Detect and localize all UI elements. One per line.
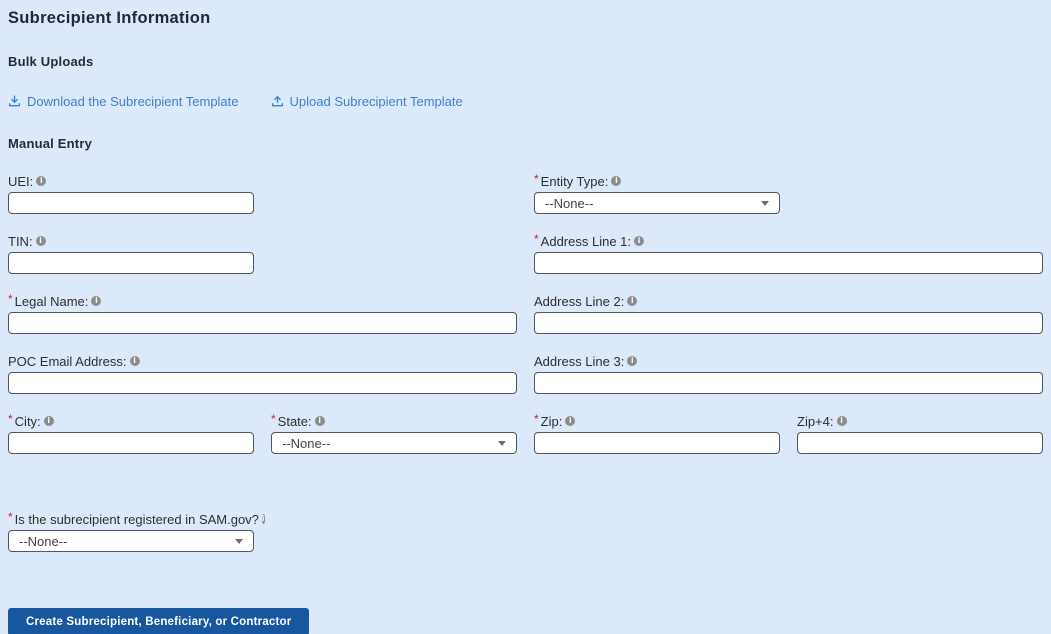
zip-input[interactable]	[534, 432, 780, 454]
address-line-2-label-row: Address Line 2:	[534, 293, 1043, 309]
download-icon	[8, 95, 21, 108]
uei-input[interactable]	[8, 192, 254, 214]
legal-name-label-row: * Legal Name:	[8, 292, 517, 309]
entity-type-select[interactable]: --None--	[534, 192, 780, 214]
bulk-uploads-heading: Bulk Uploads	[8, 54, 94, 69]
info-icon[interactable]	[43, 416, 54, 426]
poc-email-input[interactable]	[8, 372, 517, 394]
address-line-2-label: Address Line 2:	[534, 293, 625, 309]
state-label: State:	[277, 413, 312, 429]
info-icon[interactable]	[634, 236, 645, 246]
field-city: * City:	[8, 412, 254, 454]
address-line-1-input[interactable]	[534, 252, 1043, 274]
create-subrecipient-button[interactable]: Create Subrecipient, Beneficiary, or Con…	[8, 608, 310, 634]
info-icon[interactable]	[314, 416, 325, 426]
city-label: City:	[14, 413, 41, 429]
zip-plus-4-label-row: Zip+4:	[797, 413, 1043, 429]
field-state: * State: --None--	[271, 412, 517, 454]
field-poc-email: POC Email Address:	[8, 354, 517, 394]
page-title: Subrecipient Information	[8, 9, 211, 27]
field-uei: UEI:	[8, 174, 254, 214]
entity-type-value: --None--	[545, 195, 594, 211]
address-line-3-label-row: Address Line 3:	[534, 353, 1043, 369]
address-line-3-input[interactable]	[534, 372, 1043, 394]
info-icon[interactable]	[261, 514, 265, 524]
uei-label-row: UEI:	[8, 173, 254, 189]
chevron-down-icon	[235, 538, 243, 544]
required-marker: *	[8, 292, 13, 306]
manual-entry-form: UEI: * Entity Type: --None-- TIN: * Addr…	[8, 172, 1043, 454]
state-value: --None--	[282, 435, 331, 451]
tin-input[interactable]	[8, 252, 254, 274]
info-icon[interactable]	[565, 416, 576, 426]
download-template-link[interactable]: Download the Subrecipient Template	[8, 94, 239, 109]
chevron-down-icon	[761, 200, 769, 206]
field-sam-registered: * Is the subrecipient registered in SAM.…	[8, 510, 265, 552]
poc-email-label: POC Email Address:	[8, 353, 127, 369]
upload-template-link[interactable]: Upload Subrecipient Template	[271, 94, 463, 109]
upload-icon	[271, 95, 284, 108]
city-input[interactable]	[8, 432, 254, 454]
sam-registered-label: Is the subrecipient registered in SAM.go…	[14, 511, 259, 527]
upload-template-label: Upload Subrecipient Template	[289, 94, 463, 109]
uei-label: UEI:	[8, 173, 34, 189]
state-select[interactable]: --None--	[271, 432, 517, 454]
chevron-down-icon	[498, 440, 506, 446]
city-label-row: * City:	[8, 412, 254, 429]
zip-plus-4-label: Zip+4:	[797, 413, 834, 429]
required-marker: *	[271, 412, 276, 426]
field-tin: TIN:	[8, 234, 254, 274]
zip-label: Zip:	[540, 413, 563, 429]
address-line-1-label-row: * Address Line 1:	[534, 232, 1043, 249]
required-marker: *	[534, 232, 539, 246]
download-template-label: Download the Subrecipient Template	[27, 94, 239, 109]
required-marker: *	[534, 412, 539, 426]
address-line-3-label: Address Line 3:	[534, 353, 625, 369]
template-links-row: Download the Subrecipient Template Uploa…	[8, 94, 1043, 109]
field-zip-plus-4: Zip+4:	[797, 414, 1043, 454]
zip-plus-4-input[interactable]	[797, 432, 1043, 454]
required-marker: *	[534, 172, 539, 186]
zip-label-row: * Zip:	[534, 412, 780, 429]
info-icon[interactable]	[35, 236, 46, 246]
required-marker: *	[8, 510, 13, 524]
manual-entry-heading: Manual Entry	[8, 136, 93, 151]
field-zip: * Zip:	[534, 412, 780, 454]
address-line-1-label: Address Line 1:	[540, 233, 632, 249]
field-address-line-1: * Address Line 1:	[534, 232, 1043, 274]
sam-registered-select[interactable]: --None--	[8, 530, 254, 552]
address-line-2-input[interactable]	[534, 312, 1043, 334]
info-icon[interactable]	[129, 356, 140, 366]
legal-name-label: Legal Name:	[14, 293, 89, 309]
required-marker: *	[8, 412, 13, 426]
info-icon[interactable]	[627, 356, 638, 366]
state-label-row: * State:	[271, 412, 517, 429]
poc-email-label-row: POC Email Address:	[8, 353, 517, 369]
legal-name-input[interactable]	[8, 312, 517, 334]
sam-registered-label-row: * Is the subrecipient registered in SAM.…	[8, 510, 265, 527]
tin-label: TIN:	[8, 233, 33, 249]
info-icon[interactable]	[91, 296, 102, 306]
tin-label-row: TIN:	[8, 233, 254, 249]
field-entity-type: * Entity Type: --None--	[534, 172, 780, 214]
info-icon[interactable]	[611, 176, 622, 186]
info-icon[interactable]	[836, 416, 847, 426]
sam-registered-value: --None--	[19, 533, 68, 549]
field-address-line-3: Address Line 3:	[534, 354, 1043, 394]
field-address-line-2: Address Line 2:	[534, 294, 1043, 334]
entity-type-label-row: * Entity Type:	[534, 172, 780, 189]
info-icon[interactable]	[36, 176, 47, 186]
entity-type-label: Entity Type:	[540, 173, 609, 189]
info-icon[interactable]	[627, 296, 638, 306]
field-legal-name: * Legal Name:	[8, 292, 517, 334]
